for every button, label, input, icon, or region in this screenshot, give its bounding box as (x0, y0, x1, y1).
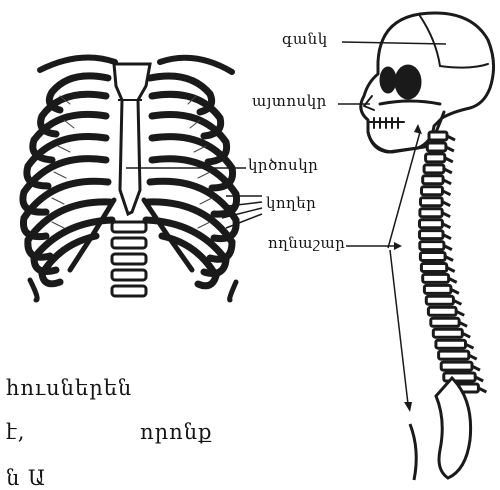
vertebra (424, 285, 451, 293)
vertebra (421, 264, 446, 272)
label-ribs: կողեր (266, 194, 316, 212)
vertebra (420, 220, 443, 228)
vertebra (429, 132, 447, 140)
vertebra (420, 253, 445, 261)
vertebra (439, 351, 469, 359)
paragraph-line-2-start: է, (6, 420, 25, 444)
vertebra (426, 154, 445, 162)
label-skull: գանկ (282, 30, 328, 48)
label-spine: ողնաշար (268, 234, 345, 252)
vertebra (441, 362, 472, 370)
vertebra (421, 198, 443, 206)
vertebra (422, 187, 443, 195)
vertebra (420, 209, 442, 217)
paragraph-line-1: հուսներեն (6, 376, 132, 400)
vertebra (427, 143, 446, 151)
label-jaw: այտոսկր (252, 92, 327, 110)
vertebra (433, 329, 462, 337)
skull-illustration (361, 13, 494, 152)
vertebra (424, 165, 444, 173)
vertebra (431, 318, 459, 326)
label-sternum: կրծոսկր (248, 156, 318, 174)
vertebra (426, 296, 453, 304)
paragraph-line-2-end: որոնք (140, 420, 212, 444)
paragraph-line-3: ն Ա (6, 466, 46, 490)
sternum-bone (114, 64, 150, 214)
vertebra (420, 231, 444, 239)
vertebra (436, 340, 466, 348)
vertebra (420, 242, 444, 250)
vertebra (423, 274, 449, 282)
vertebra (423, 176, 443, 184)
thoracic-vertebrae (112, 222, 146, 296)
vertebra (428, 307, 456, 315)
spine-illustration (420, 132, 487, 392)
